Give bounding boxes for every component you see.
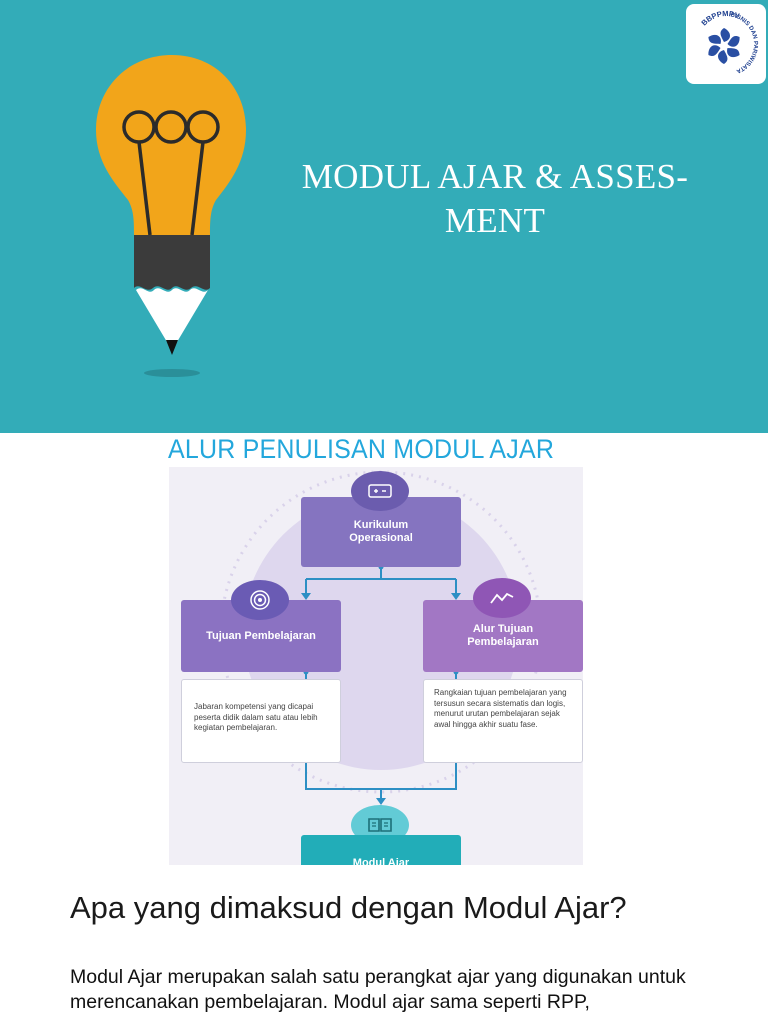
banner-title-line-2: MENT [444, 201, 546, 240]
body-paragraph: Modul Ajar merupakan salah satu perangka… [70, 966, 686, 1013]
description-tujuan-pembelajaran: Jabaran kompetensi yang dicapai peserta … [181, 679, 341, 763]
node-kurikulum-operasional: Kurikulum Operasional [301, 497, 461, 567]
bbppmpv-logo-icon: BBPPMPV BISNIS DAN PARIWISATA [699, 9, 758, 74]
settings-panel-icon [351, 471, 409, 511]
title-banner: MODUL AJAR & ASSES- MENT BBPPMPV BISNIS … [0, 0, 768, 433]
node-modul-ajar: Modul Ajar [301, 835, 461, 865]
bbppmpv-logo: BBPPMPV BISNIS DAN PARIWISATA [686, 4, 766, 84]
node-label: Modul Ajar [352, 857, 410, 865]
target-icon [231, 580, 289, 620]
section-heading: Apa yang dimaksud dengan Modul Ajar? [70, 890, 627, 925]
trend-line-icon [473, 578, 531, 618]
description-alur-tujuan-pembelajaran: Rangkaian tujuan pembelajaran yang tersu… [423, 679, 583, 763]
flow-diagram: Kurikulum Operasional Tujuan Pembelajara… [169, 467, 583, 865]
lightbulb-pencil-icon [88, 50, 258, 380]
node-label: Alur Tujuan Pembelajaran [467, 623, 539, 648]
banner-title: MODUL AJAR & ASSES- MENT [270, 155, 720, 243]
node-label: Tujuan Pembelajaran [206, 630, 316, 642]
infographic-title: ALUR PENULISAN MODUL AJAR [168, 434, 555, 465]
node-label: Kurikulum Operasional [349, 519, 413, 544]
banner-title-line-1: MODUL AJAR & ASSES- [301, 157, 689, 196]
